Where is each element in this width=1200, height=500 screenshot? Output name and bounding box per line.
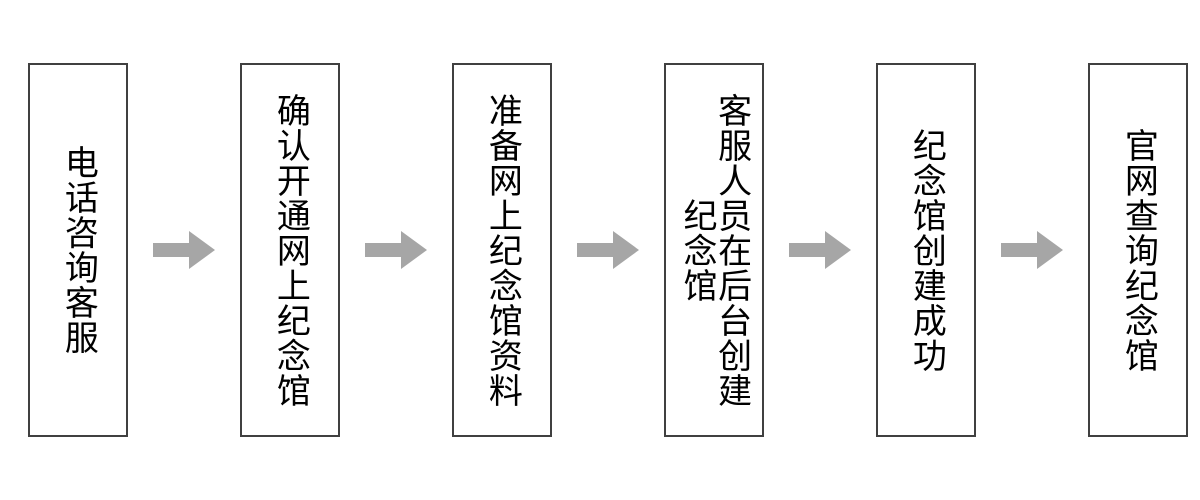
flow-step-label: 纪念馆创建成功 xyxy=(906,127,947,373)
flow-connector-1-2 xyxy=(128,63,240,437)
flow-step-label: 电话咨询客服 xyxy=(58,145,99,355)
flow-step-5[interactable]: 纪念馆创建成功 xyxy=(876,63,976,437)
flow-connector-4-5 xyxy=(764,63,876,437)
arrow-right-icon xyxy=(1001,231,1063,269)
flow-connector-2-3 xyxy=(340,63,452,437)
flow-step-label: 官网查询纪念馆 xyxy=(1118,127,1159,373)
arrow-right-icon xyxy=(577,231,639,269)
flow-step-label: 确认开通网上纪念馆 xyxy=(270,92,311,408)
flow-step-6[interactable]: 官网查询纪念馆 xyxy=(1088,63,1188,437)
flow-step-label: 客服人员在后台创建纪念馆 xyxy=(677,92,752,408)
arrow-right-icon xyxy=(365,231,427,269)
flow-step-4[interactable]: 客服人员在后台创建纪念馆 xyxy=(664,63,764,437)
flow-step-1[interactable]: 电话咨询客服 xyxy=(28,63,128,437)
flow-step-label: 准备网上纪念馆资料 xyxy=(482,92,523,408)
flow-connector-3-4 xyxy=(552,63,664,437)
flow-step-2[interactable]: 确认开通网上纪念馆 xyxy=(240,63,340,437)
flow-step-3[interactable]: 准备网上纪念馆资料 xyxy=(452,63,552,437)
arrow-right-icon xyxy=(153,231,215,269)
arrow-right-icon xyxy=(789,231,851,269)
flow-connector-5-6 xyxy=(976,63,1088,437)
